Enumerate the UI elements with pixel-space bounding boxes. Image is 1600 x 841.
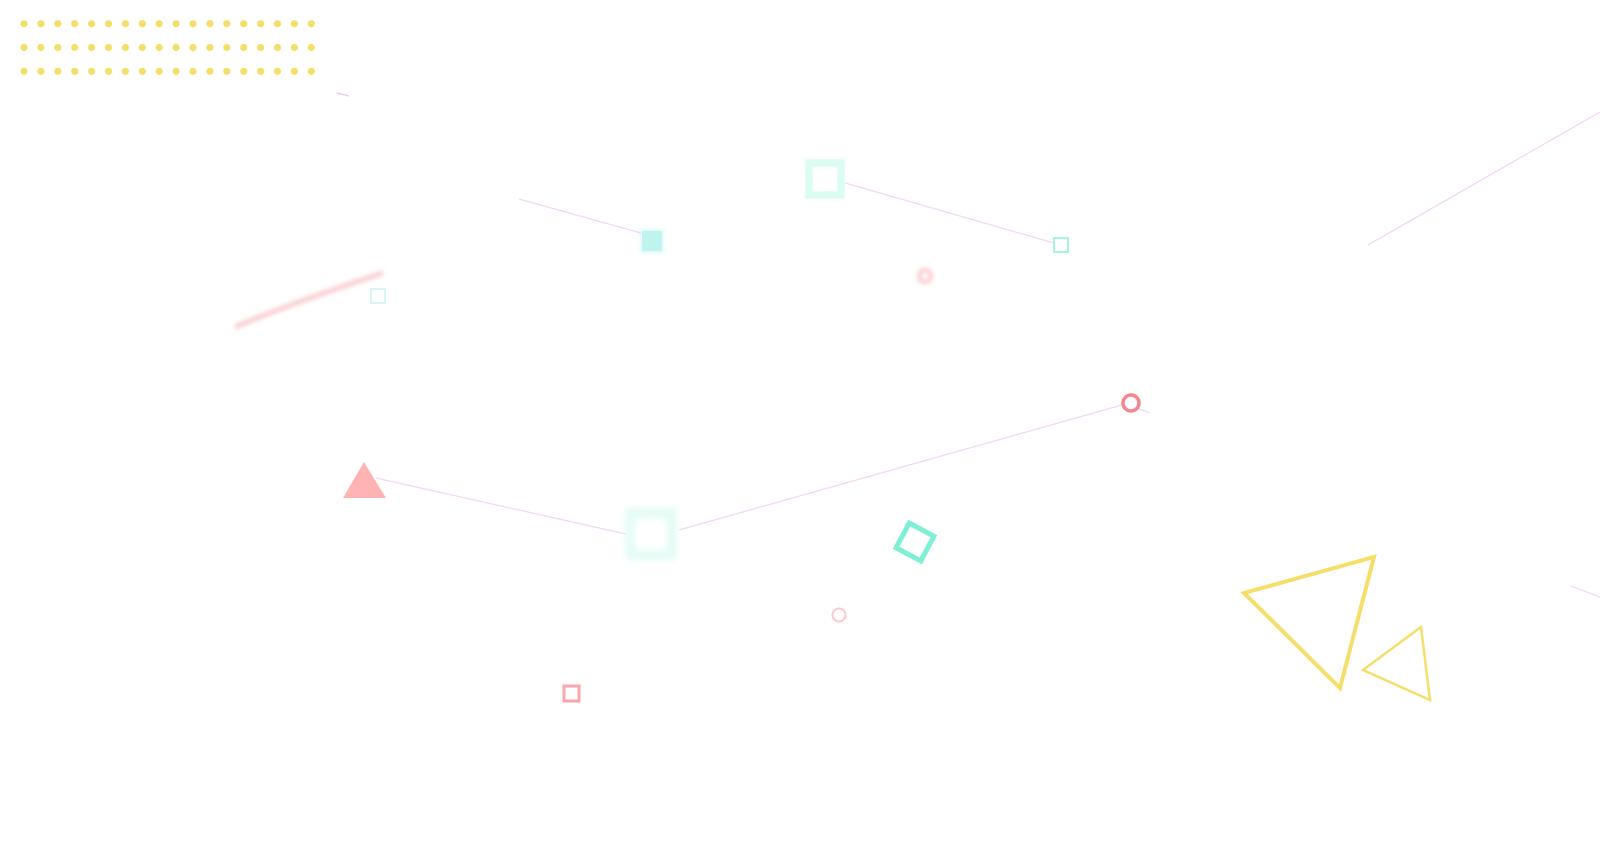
grid-dot — [71, 67, 79, 75]
grid-dot — [54, 20, 62, 28]
connector-line — [518, 198, 642, 234]
grid-dot — [138, 20, 146, 28]
grid-dot — [104, 20, 113, 28]
connector-line — [336, 92, 350, 97]
circle-outline-red — [1121, 393, 1141, 413]
grid-dot — [138, 67, 146, 75]
triangle-outline-yellow-small — [1360, 624, 1432, 703]
square-outline-mint — [805, 159, 845, 199]
grid-dot — [273, 67, 282, 75]
grid-dot — [172, 43, 180, 52]
grid-dot — [104, 43, 113, 52]
grid-dot — [20, 67, 28, 75]
grid-dot — [54, 67, 62, 75]
square-outline-blurred — [626, 509, 676, 559]
grid-dot — [54, 43, 62, 52]
grid-dot — [273, 20, 282, 28]
grid-dot — [257, 20, 265, 28]
connector-line — [1570, 585, 1600, 598]
grid-dot — [155, 43, 163, 52]
grid-dot — [240, 43, 248, 52]
blurred-pink-dot — [917, 268, 933, 284]
grid-dot — [240, 67, 248, 75]
grid-dot — [290, 20, 298, 28]
grid-dot — [307, 67, 315, 75]
grid-dot — [37, 20, 45, 28]
grid-dot — [71, 20, 79, 28]
grid-dot — [307, 43, 315, 52]
square-outline-small — [370, 288, 386, 304]
grid-dot — [20, 20, 28, 28]
grid-dot — [121, 43, 129, 52]
grid-dot — [88, 67, 96, 75]
grid-dot — [189, 43, 197, 52]
grid-dot — [20, 43, 28, 52]
grid-dot — [290, 43, 298, 52]
grid-dot — [223, 67, 231, 75]
grid-dot — [88, 20, 96, 28]
grid-dot — [206, 43, 214, 52]
connector-line — [844, 182, 1055, 244]
connector-line — [678, 404, 1123, 531]
grid-dot — [138, 43, 146, 52]
grid-dot — [88, 43, 96, 52]
grid-dot — [257, 67, 265, 75]
grid-dot — [155, 20, 163, 28]
grid-dot — [37, 67, 45, 75]
square-outline-red — [562, 684, 581, 703]
grid-dot — [290, 67, 298, 75]
grid-dot — [189, 67, 197, 75]
grid-dot — [121, 67, 129, 75]
connector-line — [1136, 407, 1151, 414]
square-outline-teal — [892, 519, 938, 565]
grid-dot — [155, 67, 163, 75]
grid-dot — [71, 43, 79, 52]
grid-dot — [206, 67, 214, 75]
connector-line — [375, 477, 627, 535]
grid-dot — [257, 43, 265, 52]
connector-lines — [336, 92, 1600, 598]
grid-dot — [121, 20, 129, 28]
square-outline-small — [1053, 237, 1069, 253]
grid-dot — [189, 20, 197, 28]
square-filled-mint — [642, 231, 662, 251]
blurred-streak — [234, 270, 384, 330]
grid-dot — [104, 67, 113, 75]
grid-dot — [223, 20, 231, 28]
grid-dot — [223, 43, 231, 52]
grid-dot — [307, 20, 315, 28]
circle-outline-pink — [831, 607, 847, 623]
triangle-outline-yellow-large — [1240, 554, 1377, 692]
square-outline-mint — [805, 159, 845, 199]
grid-dot — [206, 20, 214, 28]
triangle-filled-salmon — [343, 462, 386, 498]
connector-line — [1367, 111, 1600, 246]
grid-dot — [37, 43, 45, 52]
grid-dot — [240, 20, 248, 28]
grid-dot — [172, 67, 180, 75]
grid-dot — [273, 43, 282, 52]
grid-dot — [172, 20, 180, 28]
dot-grid — [20, 20, 315, 75]
